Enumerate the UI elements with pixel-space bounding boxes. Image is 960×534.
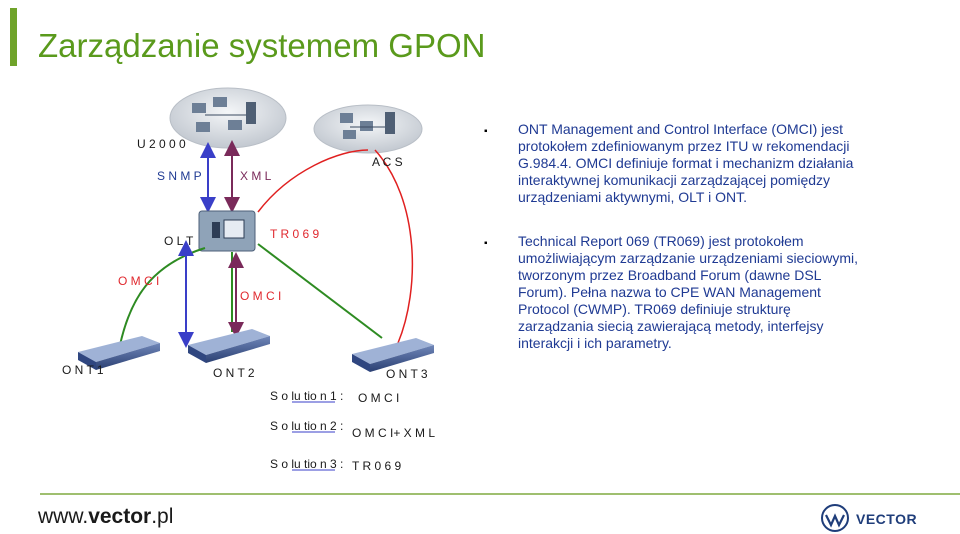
bullet-line: protokołem zdefiniowanym przez ITU w rek… xyxy=(518,138,850,154)
acs-cloud xyxy=(313,104,423,154)
snmp-label: S N M P xyxy=(157,169,202,183)
olt-label: O L T xyxy=(164,234,194,248)
bullet-line: G.984.4. OMCI definiuje format i mechani… xyxy=(518,155,854,171)
ont2-label: O N T 2 xyxy=(213,366,255,380)
tr069-label: T R 0 6 9 xyxy=(270,227,319,241)
acs-label: A C S xyxy=(372,155,403,169)
u2000-label: U 2 0 0 0 xyxy=(137,137,186,151)
bullet-line: Forum). Pełna nazwa to CPE WAN Managemen… xyxy=(518,284,821,300)
solution2-label: S o lu tio n 2 : xyxy=(270,419,343,433)
bullet-line: zarządzania siecią zawierającą metody, i… xyxy=(518,318,824,334)
olt-acs-link xyxy=(257,149,369,213)
olt-ont3-link xyxy=(257,243,383,339)
title-accent-bar xyxy=(10,8,17,66)
omci-left-label: O M C I xyxy=(118,274,159,288)
vector-logo-icon xyxy=(821,504,849,532)
ont2-device xyxy=(188,329,270,363)
bullet-tr069: ▪ Technical Report 069 (TR069) jest prot… xyxy=(484,233,859,352)
bullet-line: ONT Management and Control Interface (OM… xyxy=(518,121,843,137)
solution3-label: S o lu tio n 3 : xyxy=(270,457,343,471)
solution3-value: T R 0 6 9 xyxy=(352,459,401,473)
page-title: Zarządzanie systemem GPON xyxy=(38,27,486,64)
olt-device xyxy=(198,210,256,252)
bullet-line: umożliwiającym zarządzanie urządzeniami … xyxy=(518,250,859,266)
bullet-line: Technical Report 069 (TR069) jest protok… xyxy=(518,233,804,249)
ont1-device xyxy=(78,336,160,370)
bullet-line: interaktywnej komunikacji zarządzającej … xyxy=(518,172,831,188)
olt-ont1-link xyxy=(119,247,206,346)
solution1-label: S o lu tio n 1 : xyxy=(270,389,343,403)
u2000-cloud xyxy=(169,87,287,149)
vector-logo-text: VECTOR xyxy=(856,511,918,527)
solution1-value: O M C I xyxy=(358,391,399,405)
footer-divider xyxy=(40,493,960,495)
bullet-line: interakcji i ich parametry. xyxy=(518,335,672,351)
bullet-marker: ▪ xyxy=(484,126,488,137)
bullet-omci: ▪ ONT Management and Control Interface (… xyxy=(484,121,854,206)
site-prefix: www. xyxy=(38,505,89,528)
ont3-device xyxy=(352,338,434,372)
tr069-ont3-link xyxy=(374,149,414,344)
bullet-line: urządzeniami aktywnymi, OLT i ONT. xyxy=(518,189,747,205)
bullet-marker: ▪ xyxy=(484,238,488,249)
footer-website[interactable]: www.vector.pl xyxy=(38,505,173,529)
omci-mid-label: O M C I xyxy=(240,289,281,303)
site-suffix: .pl xyxy=(151,505,174,528)
ont3-label: O N T 3 xyxy=(386,367,428,381)
bullet-line: tworzonym przez Broadband Forum (dawne D… xyxy=(518,267,822,283)
site-bold: vector xyxy=(88,505,152,528)
xml-label: X M L xyxy=(240,169,272,183)
bullet-line: Protocol (CWMP). TR069 definiuje struktu… xyxy=(518,301,791,317)
solution2-value: O M C I+ X M L xyxy=(352,426,435,440)
ont1-label: O N T 1 xyxy=(62,363,104,377)
